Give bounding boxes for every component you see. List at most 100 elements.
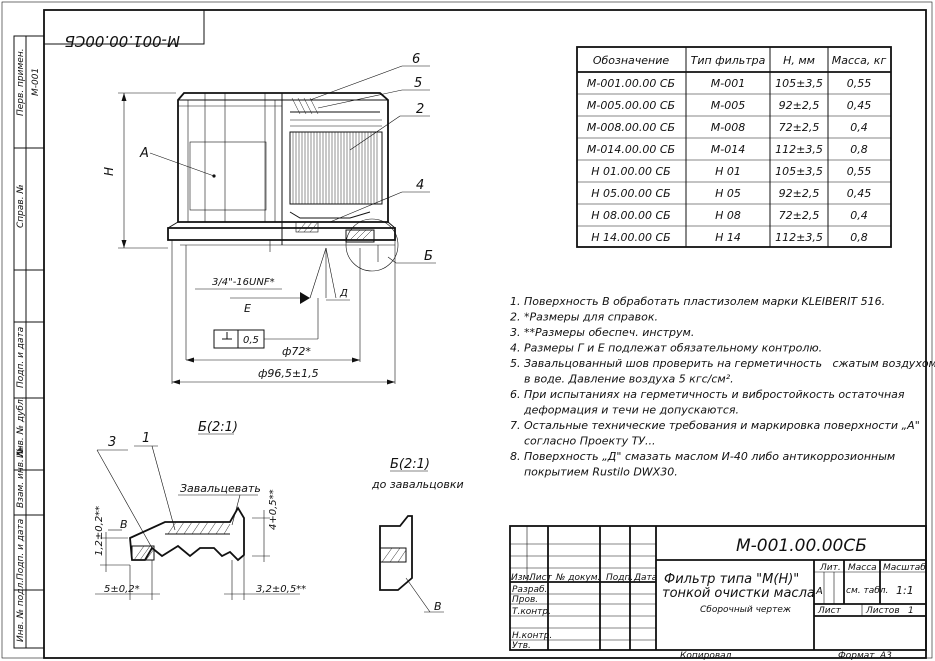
title-name-line2: тонкой очистки масла [662, 586, 815, 601]
massa-value: см. табл. [846, 586, 888, 596]
note-line-8: 7. Остальные технические требования и ма… [510, 419, 920, 432]
label-e: Е [244, 302, 251, 315]
row-razrab: Разраб. [512, 585, 547, 595]
spec-cell-r3-c0: М-014.00.00 СБ [587, 143, 675, 156]
filter-pleats [292, 132, 378, 204]
note-line-4: 5. Завальцованный шов проверить на герме… [510, 357, 935, 370]
title-name-line1: Фильтр типа "М(Н)" [664, 572, 799, 587]
inv-podl-label: Инв. № подл. [16, 580, 26, 642]
detail-b-circle [345, 218, 399, 272]
row-nkontr: Н.контр. [512, 631, 552, 641]
title-doc-type: Сборочный чертеж [700, 605, 792, 615]
gasket [345, 229, 375, 243]
spec-cell-r1-c0: М-005.00.00 СБ [587, 99, 675, 112]
detail-b2-title: Б(2:1) [390, 457, 430, 472]
seam-profile [129, 506, 245, 562]
spec-cell-r6-c0: Н 08.00.00 СБ [591, 209, 670, 222]
spec-cell-r0-c1: М-001 [711, 77, 745, 90]
col-ndokum: № докум. [555, 573, 600, 583]
main-view [167, 92, 399, 272]
spec-cell-r7-c3: 0,8 [850, 231, 868, 244]
detail-callout-1: 1 [142, 431, 150, 446]
label-b: Б [424, 249, 433, 264]
rolling-label: Завальцевать [180, 482, 261, 495]
perv-primen-value: М-001 [31, 68, 41, 96]
surface-a-marking [189, 141, 267, 211]
spec-header-2: Н, мм [783, 54, 815, 67]
diameter-dims: ф72* ф96,5±1,5 [171, 240, 396, 385]
title-block: М-001.00.00СБ Фильтр типа "М(Н)" тонкой … [509, 525, 927, 661]
spec-cell-r2-c3: 0,4 [850, 121, 868, 134]
sprav-label: Справ. № [16, 184, 26, 228]
spec-cell-r6-c1: Н 08 [715, 209, 741, 222]
note-line-10: 8. Поверхность „Д" смазать маслом И-40 л… [510, 450, 895, 463]
note-line-5: в воде. Давление воздуха 5 кгс/см². [510, 373, 734, 386]
spec-cell-r1-c1: М-005 [711, 99, 745, 112]
callout-5: 5 [414, 76, 422, 91]
spec-cell-r0-c0: М-001.00.00 СБ [587, 77, 675, 90]
spec-cell-r5-c0: Н 05.00.00 СБ [591, 187, 670, 200]
technical-notes: 1. Поверхность В обработать пластизолем … [510, 295, 935, 479]
note-line-9: согласно Проекту ТУ... [510, 435, 656, 448]
row-utv: Утв. [512, 641, 531, 651]
col-podp: Подп. [606, 573, 633, 583]
col-data: Дата [633, 573, 657, 583]
spec-cell-r7-c1: Н 14 [715, 231, 741, 244]
dim-d96: ф96,5±1,5 [258, 367, 319, 380]
spec-cell-r4-c1: Н 01 [715, 165, 741, 178]
seal-ring [131, 545, 155, 561]
thread-label: 3/4"-16UNF* [212, 277, 275, 288]
spec-cell-r0-c3: 0,55 [847, 77, 872, 90]
dim-4-seal: 4+0,5** [268, 489, 279, 530]
col-list: Лист [528, 573, 553, 583]
dim-5-seal: 5±0,2* [104, 584, 140, 595]
note-line-11: покрытием Rustilo DWX30. [510, 466, 678, 479]
datum-triangle [300, 292, 310, 304]
dim-d72: ф72* [282, 345, 311, 358]
inv-dubl-label: Инв. № дубл. [16, 396, 26, 458]
callouts: 6 5 2 4 [309, 52, 430, 223]
spec-cell-r0-c2: 105±3,5 [775, 77, 823, 90]
dim-h: Н [102, 92, 176, 249]
spec-cell-r4-c2: 105±3,5 [775, 165, 823, 178]
flatness-value: 0,5 [243, 335, 259, 346]
thread-dims: 3/4"-16UNF* Е Д 0,5 [195, 247, 350, 349]
note-line-6: 6. При испытаниях на герметичность и виб… [510, 388, 905, 401]
dim-32-seal: 3,2±0,5** [256, 584, 306, 595]
masshtab-label: Масштаб [883, 563, 926, 573]
pre-rolling-profile [379, 515, 413, 591]
spec-cell-r2-c2: 72±2,5 [779, 121, 820, 134]
spec-cell-r7-c0: Н 14.00.00 СБ [591, 231, 670, 244]
kopiroval-label: Копировал [680, 651, 732, 661]
detail-b1: Б(2:1) 3 1 Завальцевать [94, 420, 306, 600]
col-izm: Изм. [511, 573, 532, 583]
spec-cell-r3-c3: 0,8 [850, 143, 868, 156]
note-line-2: 3. **Размеры обеспеч. инструм. [510, 326, 694, 339]
spec-cell-r6-c3: 0,4 [850, 209, 868, 222]
spec-cell-r4-c0: Н 01.00.00 СБ [591, 165, 670, 178]
spec-cell-r5-c1: Н 05 [715, 187, 741, 200]
spec-cell-r3-c2: 112±3,5 [775, 143, 823, 156]
perv-primen-label: Перв. примен. [16, 48, 26, 116]
detail-b2: Б(2:1) до завальцовки В [371, 457, 464, 613]
podp-data-label-1: Подп. и дата [16, 327, 26, 388]
title-doc-number: М-001.00.00СБ [736, 536, 867, 556]
spec-cell-r7-c2: 112±3,5 [775, 231, 823, 244]
callout-4: 4 [416, 178, 424, 193]
massa-label: Масса [848, 563, 877, 573]
note-line-7: деформация и течи не допускаются. [510, 404, 739, 417]
detail-b1-surface-b: В [120, 518, 128, 531]
detail-callout-3: 3 [108, 435, 116, 450]
list-label: Лист [817, 606, 842, 616]
detail-b2-surface-b: В [434, 600, 442, 613]
row-tkontr: Т.контр. [512, 607, 551, 617]
lit-value: А [815, 586, 823, 597]
spec-header-0: Обозначение [593, 54, 670, 67]
row-prov: Пров. [512, 595, 538, 605]
lit-label: Лит. [819, 563, 841, 573]
designation-stamp-text: М-001.00.00СБ [65, 32, 180, 50]
detail-b1-title: Б(2:1) [198, 420, 238, 435]
label-d: Д [339, 288, 348, 299]
